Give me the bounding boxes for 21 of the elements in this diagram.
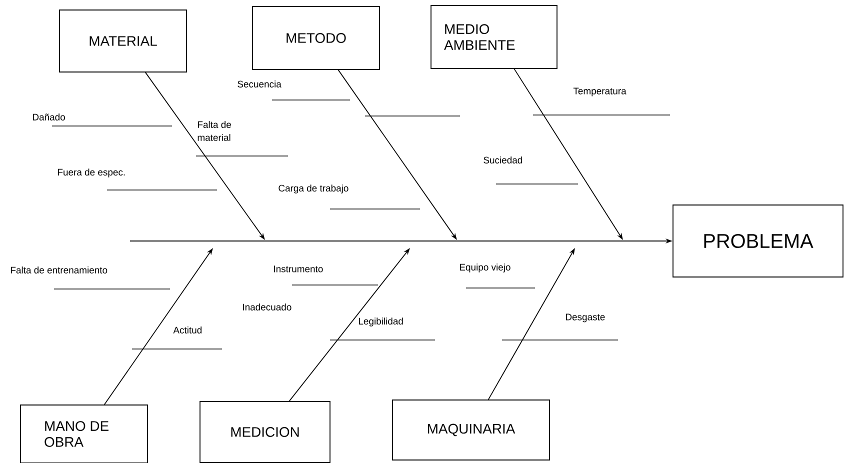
cause-label: Falta de material xyxy=(198,121,231,141)
cause-label: Instrumento xyxy=(274,266,323,272)
cause-label: Legibilidad xyxy=(358,318,403,326)
cause-label: Secuencia xyxy=(238,80,282,88)
cause-label: Inadecuado xyxy=(243,304,292,310)
cause-label: Temperatura xyxy=(573,88,626,96)
category-box: MATERIAL xyxy=(59,10,187,72)
category-box: METODO xyxy=(252,6,380,70)
cause-label: Carga de trabajo xyxy=(278,184,348,194)
category-box: MEDIO AMBIENTE xyxy=(430,5,558,69)
cause-label: Falta de entrenamiento xyxy=(11,266,108,274)
cause-label: Actitud xyxy=(173,326,202,334)
cause-label: Suciedad xyxy=(484,156,522,164)
cause-label: Fuera de espec. xyxy=(58,168,125,178)
category-box: MAQUINARIA xyxy=(392,400,550,460)
problem-box: PROBLEMA xyxy=(672,204,844,278)
category-box: MANO DE OBRA xyxy=(20,404,148,463)
cause-label: Desgaste xyxy=(566,314,605,322)
cause-label: Dañado xyxy=(33,114,65,120)
cause-label: Equipo viejo xyxy=(460,264,510,272)
category-box: MEDICION xyxy=(200,401,330,463)
